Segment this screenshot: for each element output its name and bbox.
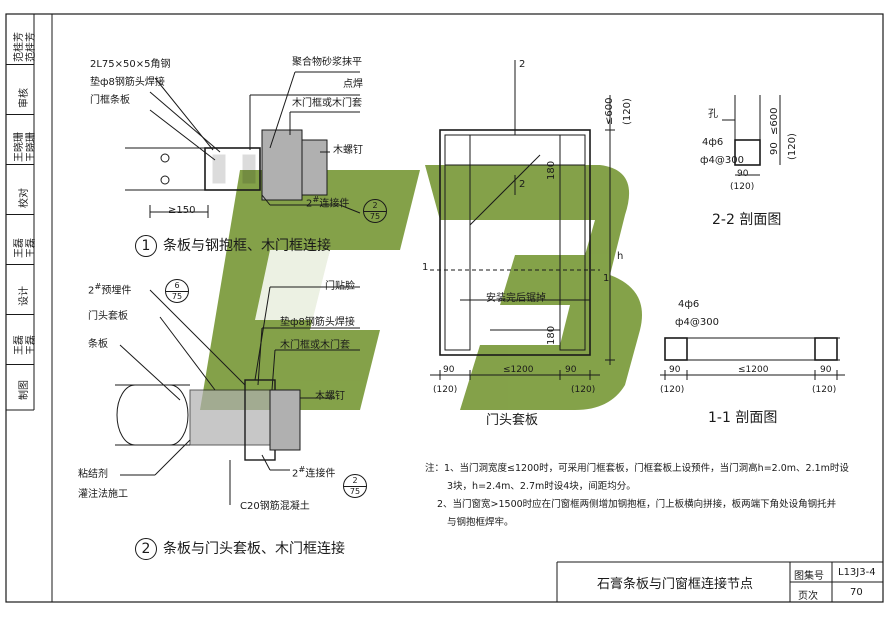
detail-2-geometry — [115, 286, 360, 505]
s11-title: 1-1 剖面图 — [708, 410, 778, 426]
titleblock-page-no: 70 — [850, 587, 863, 598]
elev-section-left: 1 — [422, 262, 429, 273]
d1-title: 条板与钢抱框、木门框连接 — [163, 238, 331, 254]
d2-number: 2 — [135, 538, 157, 560]
outer-border — [5, 13, 884, 603]
s22-dim-90h: 90 — [737, 169, 749, 179]
elev-dim-180b: 180 — [546, 325, 557, 345]
notes-line-3: 2、当门窗宽>1500时应在门窗框两侧增加钢抱框，门上板横向拼接，板两端下角处设… — [437, 499, 837, 510]
s11-dim-1200: ≤1200 — [738, 365, 769, 375]
notes-line-2: 3块，h=2.4m、2.7m时设4块，间距均分。 — [447, 481, 636, 492]
s22-title: 2-2 剖面图 — [712, 212, 782, 228]
elev-dim-90a: 90 — [443, 365, 455, 375]
titleblock-page-label: 页次 — [798, 591, 818, 602]
d2-title: 条板与门头套板、木门框连接 — [163, 541, 345, 557]
d2-head-board-label: 门头套板 — [88, 311, 128, 322]
d2-pad-label: 垫ф8钢筋头焊接 — [280, 317, 355, 328]
elevation-geometry — [430, 60, 615, 380]
s22-hole: 孔 — [708, 109, 718, 120]
titleblock-atlas-label: 图集号 — [794, 571, 824, 582]
d1-screw-label: 木螺钉 — [333, 145, 363, 156]
elev-dim-h: h — [617, 251, 624, 262]
d2-wood-frame-label: 木门框或木门套 — [280, 340, 350, 351]
section-2-2-geometry — [722, 95, 781, 176]
s22-dim-120v: (120) — [787, 133, 798, 160]
elev-dim-600: ≤600 — [604, 97, 615, 125]
d2-connector-label: 2#连接件 — [292, 464, 336, 480]
d2-concrete-label: C20钢筋混凝土 — [240, 501, 310, 512]
elev-dim-90b: 90 — [565, 365, 577, 375]
s11-dim-120b: (120) — [812, 385, 837, 395]
elev-dim-1200: ≤1200 — [503, 365, 534, 375]
detail-1-geometry — [125, 71, 361, 218]
elev-name: 门头套板 — [486, 413, 539, 428]
d2-adhesive-method: 灌注法施工 — [78, 489, 128, 500]
elev-dim-120a: (120) — [433, 385, 458, 395]
d1-number: 1 — [135, 235, 157, 257]
d2-screw-label: 木螺钉 — [315, 391, 345, 402]
d1-pad-label: 垫ф8钢筋头焊接 — [90, 77, 165, 88]
titleblock-lines — [556, 561, 883, 602]
d2-door-trim-label: 门贴脸 — [325, 281, 355, 292]
watermark-logo — [200, 165, 642, 410]
d1-dim-150: ≥150 — [168, 205, 196, 216]
d1-connector-label: 2#连接件 — [306, 194, 350, 210]
s11-rebar1: 4ф6 — [678, 299, 700, 310]
elev-section-mid: 2 — [519, 179, 526, 190]
s22-dim-120h: (120) — [730, 182, 755, 192]
d1-wood-frame-label: 木门框或木门套 — [292, 98, 362, 109]
s11-rebar2: ф4@300 — [675, 317, 719, 328]
s22-rebar2: ф4@300 — [700, 155, 744, 166]
elev-note: 安装完后锯掉 — [486, 293, 546, 304]
d1-frame-board-label: 门框条板 — [90, 95, 130, 106]
s11-dim-120a: (120) — [660, 385, 685, 395]
d1-angle-label: 2L75×50×5角钢 — [90, 59, 171, 70]
s22-dim-600: ≤600 — [769, 107, 780, 135]
elev-dim-600-paren: (120) — [622, 98, 633, 125]
section-1-1-geometry — [660, 337, 845, 380]
elev-dim-1: 1 — [603, 273, 610, 284]
d2-adhesive-label: 粘结剂 — [78, 469, 108, 480]
s11-dim-90a: 90 — [669, 365, 681, 375]
sidebar-role-draw: 制图 — [19, 380, 30, 400]
s22-rebar1: 4ф6 — [702, 137, 724, 148]
d2-strip-label: 条板 — [88, 339, 108, 350]
s22-dim-90v: 90 — [769, 142, 780, 155]
elev-dim-120b: (120) — [571, 385, 596, 395]
titleblock-title: 石膏条板与门窗框连接节点 — [597, 577, 754, 592]
d1-weld-label: 点焊 — [343, 79, 363, 90]
s11-dim-90b: 90 — [820, 365, 832, 375]
notes-line-4: 与钢抱框焊牢。 — [447, 517, 514, 528]
elev-dim-180a: 180 — [546, 160, 557, 180]
d1-mortar-label: 聚合物砂浆抹平 — [292, 57, 362, 68]
notes-line-1: 注：1、当门洞宽度≤1200时，可采用门框套板，门框套板上设预件，当门洞高h=2… — [425, 463, 849, 474]
titleblock-atlas-no: L13J3-4 — [838, 567, 876, 578]
elev-section-top: 2 — [519, 59, 526, 70]
d2-embed-label: 2#预埋件 — [88, 281, 132, 297]
